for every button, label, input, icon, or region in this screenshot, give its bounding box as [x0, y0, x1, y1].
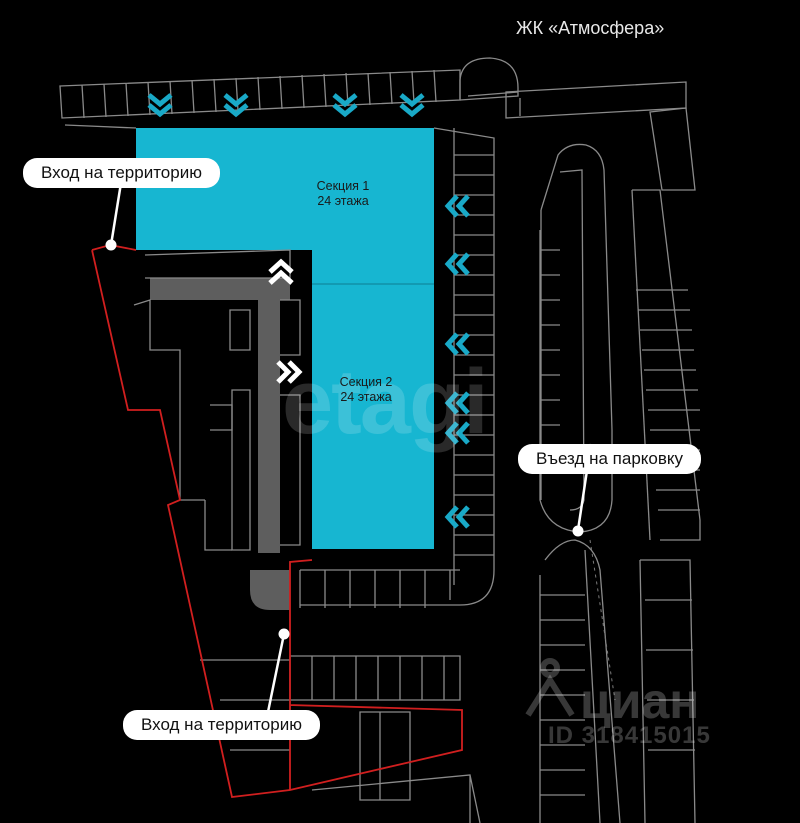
cian-watermark: циан: [580, 673, 700, 729]
section-1-floors: 24 этажа: [317, 194, 369, 208]
chevron-left-icon: [444, 194, 470, 529]
section-2-label: Секция 2 24 этажа: [326, 375, 406, 405]
section-2-building: [312, 285, 434, 549]
complex-title: ЖК «Атмосфера»: [516, 18, 665, 38]
site-lines: [59, 57, 701, 823]
chevron-down-icon: [147, 93, 425, 118]
chevron-up-icon: [268, 258, 294, 285]
chevron-right-icon: [276, 360, 303, 384]
section-1-label: Секция 1 24 этажа: [303, 179, 383, 209]
listing-id-watermark: ID 318415015: [548, 722, 711, 749]
buildings: [136, 128, 434, 549]
section-1-building: [136, 128, 434, 250]
section-2-name: Секция 2: [339, 375, 393, 389]
route-dots: [589, 539, 616, 701]
entrance-callout-top: Вход на территорию: [23, 158, 220, 188]
cian-logo-icon: [525, 658, 575, 717]
parking-entry-callout: Въезд на парковку: [518, 444, 702, 474]
section-2-floors: 24 этажа: [340, 390, 392, 404]
section-1-name: Секция 1: [316, 179, 370, 193]
etagi-watermark: etagi: [282, 351, 489, 453]
gray-path: [150, 278, 290, 610]
entrance-callout-bottom: Вход на территорию: [123, 710, 320, 740]
